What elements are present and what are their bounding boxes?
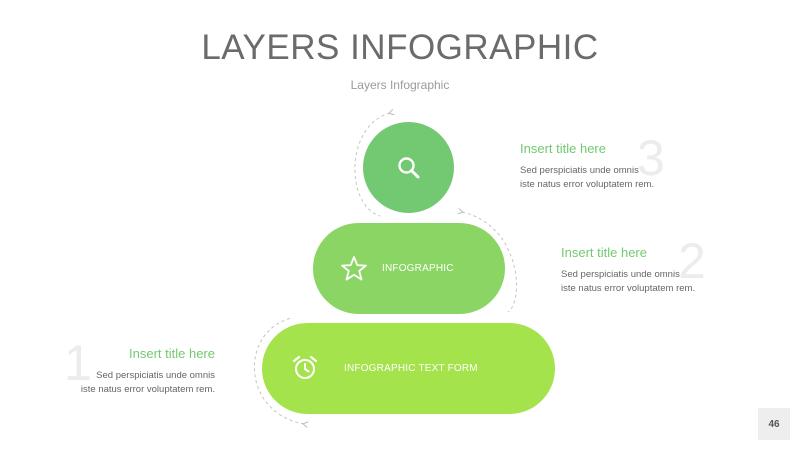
layer-bottom: INFOGRAPHIC TEXT FORM [262, 323, 555, 414]
item-3-title: Insert title here [520, 141, 606, 156]
step-number-3: 3 [637, 130, 665, 186]
item-1-text-line2: iste natus error voluptatem rem. [80, 384, 215, 395]
layer-top [363, 122, 454, 213]
star-icon [341, 256, 367, 281]
arrow-middle [462, 212, 518, 313]
arrow-bottom [253, 317, 304, 424]
slide-subtitle: Layers Infographic [350, 78, 450, 92]
search-icon [397, 156, 419, 178]
item-2-text-line1: Sed perspiciatis unde omnis [561, 269, 680, 280]
slide-title: LAYERS INFOGRAPHIC [201, 28, 599, 67]
item-3-text: Sed perspiciatis unde omnis iste natus e… [520, 164, 654, 192]
item-2-title: Insert title here [561, 245, 647, 260]
alarm-clock-icon [292, 355, 318, 379]
item-1-title: Insert title here [129, 346, 215, 361]
item-3-text-line2: iste natus error voluptatem rem. [520, 179, 655, 190]
item-1-text-line1: Sed perspiciatis unde omnis [96, 370, 215, 381]
layer-bottom-label: INFOGRAPHIC TEXT FORM [344, 363, 478, 374]
item-2-text-line2: iste natus error voluptatem rem. [561, 283, 696, 294]
page-number: 46 [758, 408, 790, 440]
layer-middle-label: INFOGRAPHIC [382, 263, 454, 274]
step-number-2: 2 [678, 233, 706, 289]
item-1-text: Sed perspiciatis unde omnis iste natus e… [81, 369, 215, 397]
item-2-text: Sed perspiciatis unde omnis iste natus e… [561, 268, 695, 296]
item-3-text-line1: Sed perspiciatis unde omnis [520, 165, 639, 176]
arrow-top [354, 113, 390, 217]
step-number-1: 1 [64, 335, 92, 391]
layer-middle: INFOGRAPHIC [313, 223, 505, 314]
